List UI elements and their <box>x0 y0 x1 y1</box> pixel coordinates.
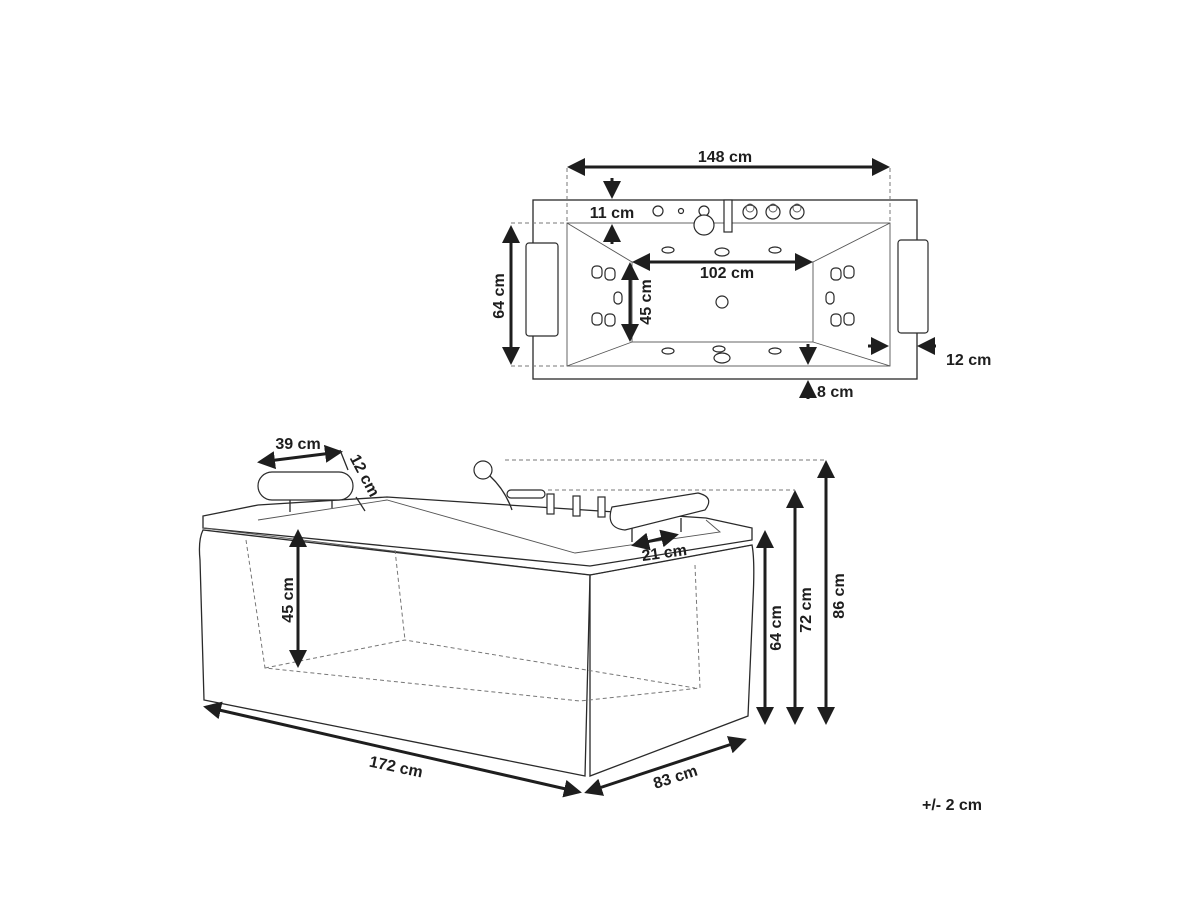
drain-icon <box>715 295 729 309</box>
label-45-depth: 45 cm <box>280 577 297 622</box>
label-39: 39 cm <box>275 436 320 453</box>
label-64-top: 64 cm <box>491 273 508 318</box>
label-86-height: 86 cm <box>831 573 848 618</box>
spout-icon <box>723 199 733 233</box>
label-148: 148 cm <box>698 149 752 166</box>
shower-head-icon <box>473 460 493 480</box>
label-11: 11 cm <box>590 205 634 222</box>
label-72-height: 72 cm <box>798 587 815 632</box>
perspective-view: 39 cm 12 cm 21 cm 45 cm 64 cm 72 cm 86 c… <box>198 436 848 798</box>
front-panel <box>198 529 591 777</box>
tap-fittings <box>652 199 805 236</box>
label-172: 172 cm <box>368 754 425 782</box>
label-102: 102 cm <box>700 265 754 282</box>
tolerance-note: +/- 2 cm <box>922 797 982 814</box>
massage-jets <box>591 246 855 364</box>
shower-and-taps <box>473 460 606 518</box>
tub-rim <box>202 496 753 567</box>
label-45-top: 45 cm <box>638 279 655 324</box>
side-panel <box>589 544 755 777</box>
headrest-pillow-left <box>257 471 354 512</box>
top-view: 148 cm 11 cm 64 cm 102 cm 45 cm 12 cm 8 … <box>491 149 991 401</box>
label-64-height: 64 cm <box>768 605 785 650</box>
label-8: 8 cm <box>817 384 853 401</box>
headrest-pillow-right <box>897 239 929 334</box>
hand-shower-icon <box>693 214 715 236</box>
label-21: 21 cm <box>641 542 688 565</box>
headrest-pillow-left <box>525 242 559 337</box>
label-12-top: 12 cm <box>946 352 991 369</box>
